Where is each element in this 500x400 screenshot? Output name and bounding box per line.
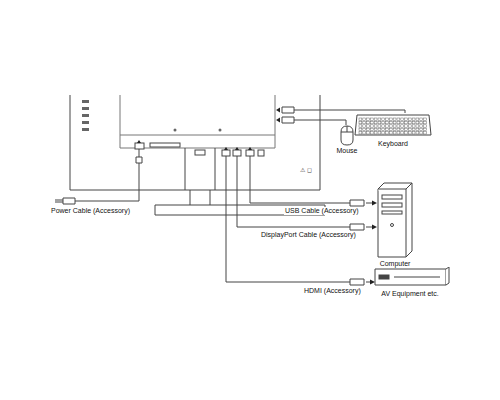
hdmi-plug bbox=[350, 279, 364, 285]
stand-neck bbox=[185, 148, 215, 190]
usb-arrow bbox=[372, 201, 377, 206]
usb-hub-plugs bbox=[282, 107, 294, 123]
device-outline bbox=[370, 267, 450, 289]
monitor-housing bbox=[70, 95, 320, 190]
av-equipment: AV Equipment etc. bbox=[369, 267, 451, 298]
cable-label: Power Cable (Accessory) bbox=[50, 207, 131, 215]
displayport-cable bbox=[237, 156, 350, 227]
device-label: Keyboard bbox=[353, 140, 433, 148]
displayport-plug bbox=[350, 224, 364, 230]
cable-label: USB Cable (Accessory) bbox=[284, 207, 360, 215]
hdmi-cable bbox=[226, 156, 350, 282]
mouse-cable bbox=[294, 120, 346, 125]
displayport-arrow bbox=[372, 225, 377, 230]
device-label: Computer bbox=[371, 260, 419, 268]
keyboard-device: Keyboard bbox=[353, 113, 433, 148]
stand-clip bbox=[195, 150, 205, 155]
cable-label: HDMI (Accessory) bbox=[303, 287, 362, 295]
usb-plug bbox=[350, 200, 364, 206]
device-outline bbox=[354, 113, 432, 139]
power-cable bbox=[75, 149, 142, 201]
device-label: AV Equipment etc. bbox=[369, 290, 451, 298]
cable-label: DisplayPort Cable (Accessory) bbox=[260, 231, 357, 239]
keyboard-cable bbox=[294, 110, 405, 113]
device-label: Mouse bbox=[334, 147, 360, 155]
usb-cable bbox=[250, 156, 350, 203]
usb-hub-arrows bbox=[276, 108, 280, 123]
ports bbox=[135, 143, 264, 156]
usb-arrow-line bbox=[366, 203, 373, 204]
port-arrows bbox=[137, 140, 252, 150]
device-outline bbox=[372, 181, 418, 259]
port-panel bbox=[120, 135, 275, 148]
displayport-arrow-line bbox=[366, 227, 373, 228]
rear-cover bbox=[120, 95, 275, 135]
warning-mark: ⚠ ◻ bbox=[300, 167, 312, 173]
hdmi-arrow bbox=[370, 280, 375, 285]
control-buttons bbox=[82, 100, 222, 132]
power-plug bbox=[55, 198, 75, 204]
computer-tower: Computer bbox=[371, 181, 419, 268]
